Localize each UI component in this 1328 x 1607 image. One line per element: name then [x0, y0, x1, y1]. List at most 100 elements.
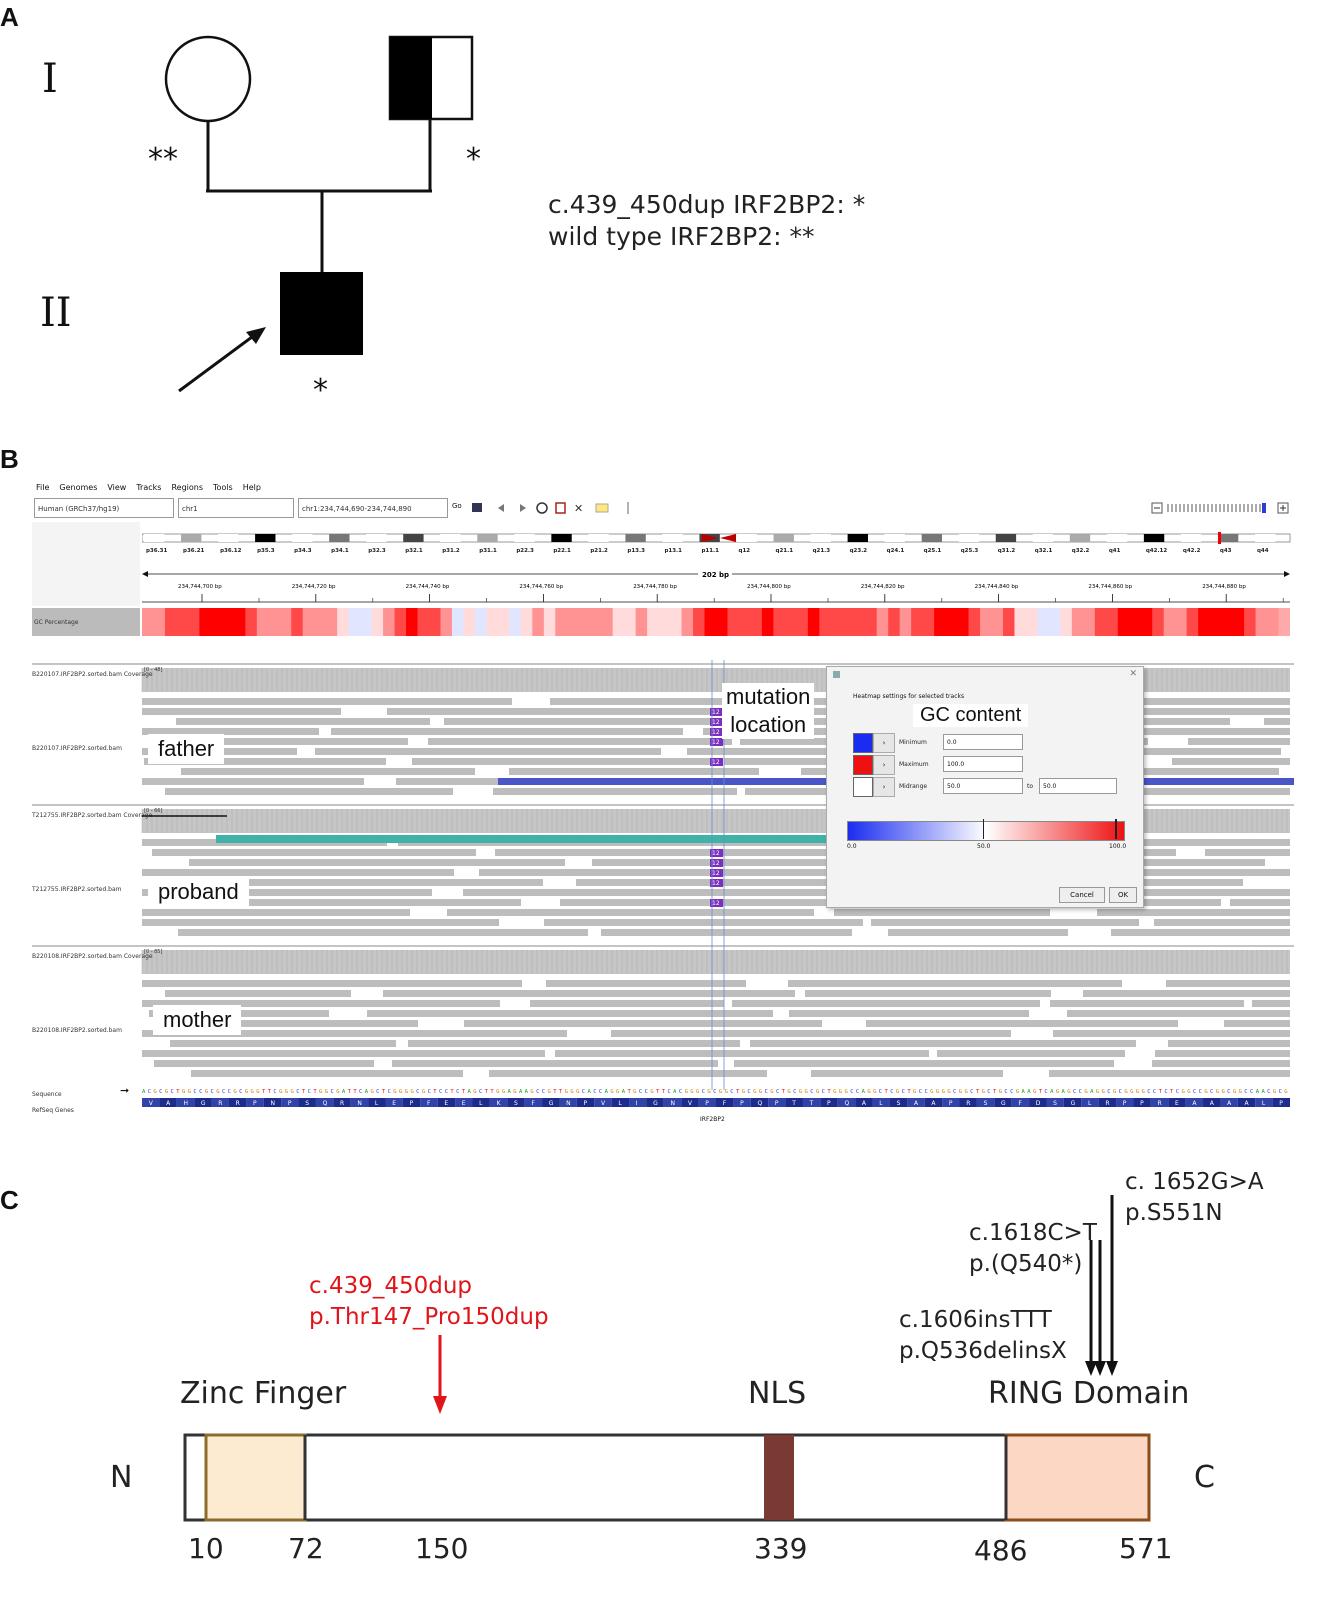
menu-tracks[interactable]: Tracks	[136, 483, 162, 492]
zoom-slider-thumb	[1262, 503, 1266, 513]
min-color-button[interactable]: ›	[873, 733, 895, 753]
gc-cell	[348, 608, 361, 636]
gc-cell	[945, 608, 958, 636]
gc-label-area	[32, 608, 140, 636]
amino-acid: R	[1105, 1100, 1109, 1107]
gc-cell	[566, 608, 579, 636]
insertion-size: 12	[712, 850, 720, 857]
base: C	[456, 1089, 459, 1095]
amino-acid: E	[444, 1100, 448, 1107]
amino-acid: E	[392, 1100, 396, 1107]
min-value-field[interactable]: 0.0	[943, 734, 1023, 750]
min-color-swatch[interactable]	[853, 733, 873, 753]
codon-cell	[872, 1098, 890, 1107]
base: C	[1267, 1089, 1270, 1095]
gc-cell	[1267, 608, 1280, 636]
base: T	[302, 1089, 306, 1095]
gc-cell	[555, 608, 568, 636]
proband-coverage-range: [0 - 66]	[144, 808, 163, 814]
amino-acid: P	[740, 1100, 744, 1107]
cancel-button[interactable]: Cancel	[1059, 887, 1105, 903]
cytoband-p22.3	[514, 534, 535, 542]
gc-cell	[360, 608, 373, 636]
base: G	[319, 1089, 322, 1095]
max-color-swatch[interactable]	[853, 755, 873, 775]
amino-acid: A	[1245, 1100, 1250, 1107]
dialog-close-icon[interactable]: ✕	[1129, 669, 1137, 679]
father-genotype-mark: *	[466, 142, 481, 177]
ruler-tick-label: 234,744,800 bp	[747, 584, 791, 590]
aligned-read	[142, 919, 499, 926]
aligned-read	[464, 1020, 822, 1027]
aligned-read	[1264, 718, 1290, 725]
base: G	[913, 1089, 916, 1095]
base: T	[993, 1089, 997, 1095]
gc-cell	[1255, 608, 1268, 636]
codon-cell	[907, 1098, 925, 1107]
base: G	[942, 1089, 945, 1095]
base: C	[850, 1089, 853, 1095]
gc-cell	[1014, 608, 1027, 636]
base: C	[953, 1089, 956, 1095]
menu-help[interactable]: Help	[242, 483, 261, 492]
proband-coverage-label: T212755.IRF2BP2.sorted.bam Coverage	[32, 812, 153, 819]
gc-content-label: GC content	[913, 704, 1029, 727]
cytoband-label: p34.1	[331, 548, 349, 554]
base: C	[1210, 1089, 1213, 1095]
menu-file[interactable]: File	[36, 483, 50, 492]
max-value-field[interactable]: 100.0	[943, 756, 1023, 772]
amino-acid: S	[514, 1100, 518, 1107]
chromosome-select[interactable]: chr1	[178, 498, 294, 518]
gc-cell	[520, 608, 533, 636]
gc-cell	[1278, 608, 1290, 636]
go-button[interactable]: Go	[452, 502, 462, 510]
aligned-read	[176, 718, 430, 725]
cytoband-label: p21.2	[590, 548, 608, 554]
mid-color-swatch[interactable]	[853, 777, 873, 797]
base: C	[919, 1089, 922, 1095]
aligned-read	[154, 1060, 374, 1067]
base: G	[188, 1089, 191, 1095]
base: G	[805, 1089, 808, 1095]
igv-window: File Genomes View Tracks Regions Tools Help Hu…	[32, 480, 1294, 1160]
gc-cell	[302, 608, 315, 636]
amino-acid: L	[1262, 1100, 1266, 1107]
refresh-icon	[536, 502, 548, 514]
menu-view[interactable]: View	[107, 483, 127, 492]
amino-acid: I	[636, 1100, 638, 1107]
genome-select[interactable]: Human (GRCh37/hg19)	[34, 498, 174, 518]
panel-label-a: A	[0, 2, 19, 32]
gc-cell	[417, 608, 430, 636]
menu-genomes[interactable]: Genomes	[59, 483, 98, 492]
base: G	[685, 1089, 688, 1095]
max-color-button[interactable]: ›	[873, 755, 895, 775]
cytoband-p36.12	[218, 534, 239, 542]
ok-button[interactable]: OK	[1109, 887, 1137, 903]
gc-cell	[394, 608, 407, 636]
base: T	[450, 1089, 454, 1095]
base: A	[673, 1089, 677, 1095]
menu-regions[interactable]: Regions	[171, 483, 204, 492]
mid-to-field[interactable]: 50.0	[1039, 778, 1117, 794]
codon-cell	[1237, 1098, 1256, 1107]
cytoband-p36.21	[181, 534, 202, 542]
gc-cell	[578, 608, 591, 636]
mid-from-field[interactable]: 50.0	[943, 778, 1023, 794]
menu-tools[interactable]: Tools	[213, 483, 233, 492]
cytoband-p35.3	[255, 534, 276, 542]
base: C	[730, 1089, 733, 1095]
cytoband-q42.2	[1180, 534, 1202, 542]
locus-input[interactable]: chr1:234,744,690-234,744,890	[298, 498, 448, 518]
base: G	[799, 1089, 802, 1095]
aligned-read	[1188, 738, 1290, 745]
mid-color-button[interactable]: ›	[873, 777, 895, 797]
base: T	[490, 1089, 494, 1095]
base: G	[1273, 1089, 1276, 1095]
base: C	[148, 1089, 151, 1095]
base: G	[1142, 1089, 1145, 1095]
amino-acid: G	[653, 1100, 658, 1107]
gc-cell	[1244, 608, 1257, 636]
strand-arrow-icon[interactable]: ➞	[120, 1084, 130, 1097]
zoom-widget[interactable]	[1150, 500, 1292, 516]
base: C	[388, 1089, 391, 1095]
